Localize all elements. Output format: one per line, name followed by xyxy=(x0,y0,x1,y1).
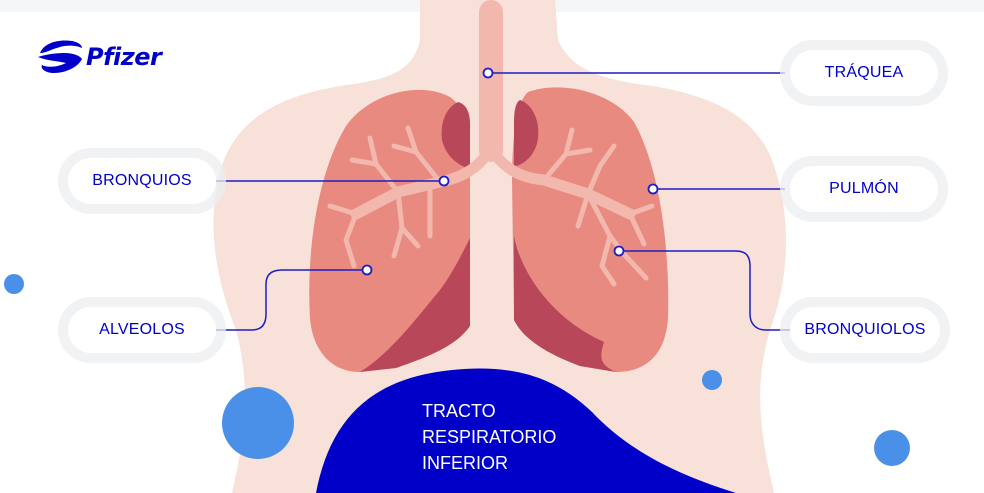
bronchi-dot xyxy=(440,177,449,186)
accent-dot xyxy=(874,430,910,466)
bronchioles-dot xyxy=(615,247,624,256)
alveoli-label-text: ALVEOLOS xyxy=(99,321,185,339)
lung-label-text: PULMÓN xyxy=(829,180,899,198)
bronchi-label: BRONQUIOS xyxy=(68,158,216,204)
lower-tract-label: TRACTO RESPIRATORIO INFERIOR xyxy=(422,398,622,476)
accent-dot xyxy=(222,387,294,459)
trachea-label: TRÁQUEA xyxy=(790,50,938,96)
accent-dot xyxy=(4,274,24,294)
accent-dot xyxy=(702,370,722,390)
bronchi-label-text: BRONQUIOS xyxy=(92,172,192,190)
bronchioles-label-text: BRONQUIOLOS xyxy=(804,321,925,339)
alveoli-dot xyxy=(363,266,372,275)
alveoli-label: ALVEOLOS xyxy=(68,307,216,353)
pfizer-logo-text: Pfizer xyxy=(86,43,161,71)
pfizer-logo: Pfizer xyxy=(36,39,161,75)
lung-label: PULMÓN xyxy=(790,166,938,212)
trachea-dot xyxy=(484,69,493,78)
bronchioles-label: BRONQUIOLOS xyxy=(790,307,940,353)
lung-dot xyxy=(649,185,658,194)
pfizer-logo-icon xyxy=(36,39,84,75)
trachea-label-text: TRÁQUEA xyxy=(825,64,904,82)
